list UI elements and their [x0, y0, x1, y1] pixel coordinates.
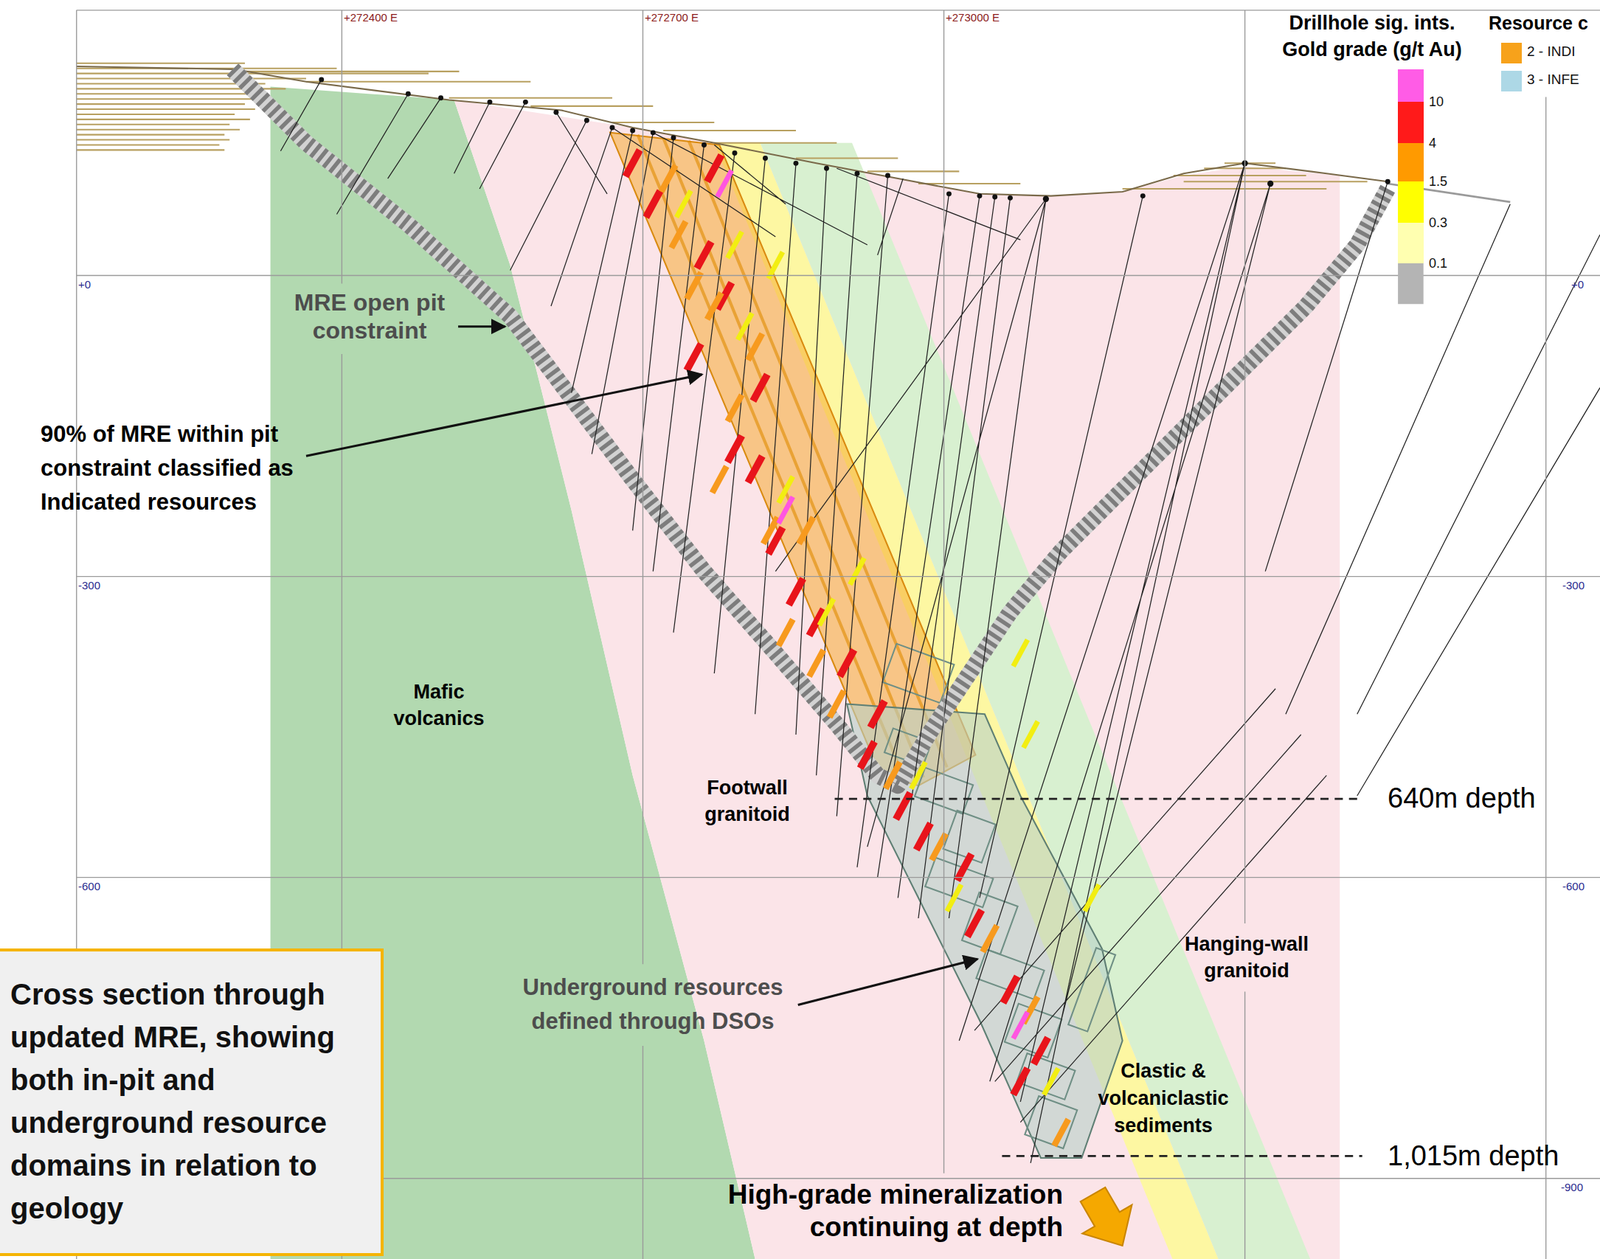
- callout-text: 90% of MRE within pit constraint classif…: [40, 417, 314, 520]
- drillholes-part-part: [732, 150, 738, 156]
- easting-label: +272700 E: [644, 11, 699, 25]
- legend-text: 3 - INFE: [1526, 71, 1580, 88]
- callout-text: MRE open pit constraint: [284, 288, 455, 345]
- rock-unit-label: Footwall granitoid: [688, 774, 807, 828]
- drillholes-part-part: [1007, 195, 1013, 201]
- leader-arrow-part: [798, 958, 978, 1005]
- elevation-label: +0: [1571, 278, 1584, 292]
- drillholes-part-part: [854, 171, 861, 177]
- drillholes-part-part: [823, 165, 830, 172]
- drillholes-part-part: [1140, 193, 1146, 199]
- depth-arrow-part: [1068, 1180, 1148, 1259]
- elevation-label: +0: [78, 278, 91, 292]
- callout-text: Underground resources defined through DS…: [508, 970, 797, 1039]
- geology-part: [760, 143, 1311, 1259]
- caption-text: Cross section through updated MRE, showi…: [0, 951, 359, 1238]
- depth-label: 1,015m depth: [1387, 1138, 1559, 1173]
- leader-arrow-part: [306, 374, 703, 457]
- drillholes-part-part: [1043, 196, 1049, 203]
- legend-swatch: [1397, 69, 1424, 102]
- easting-label: +273000 E: [945, 11, 1000, 25]
- rock-unit-label: Clastic & volcaniclastic sediments: [1093, 1057, 1234, 1140]
- pit-constraint-part: [232, 69, 1388, 786]
- drillholes-part-part: [701, 142, 707, 148]
- legend-text: 10: [1428, 93, 1444, 110]
- drillholes-part-part: [650, 129, 656, 135]
- legend-text: 4: [1428, 134, 1437, 152]
- legend-swatch: [1397, 181, 1424, 223]
- elevation-label: -900: [1560, 1181, 1584, 1195]
- drillholes-part-part: [610, 124, 616, 130]
- drillholes-part-part: [438, 95, 444, 101]
- indicated-resource-shell: [610, 132, 976, 786]
- drillholes-part-part: [793, 160, 799, 166]
- legend-title: Resource c: [1488, 10, 1589, 36]
- depth-label: 640m depth: [1387, 781, 1536, 816]
- leader-arrow: [306, 326, 978, 1006]
- colorbar-grey: [1397, 263, 1424, 304]
- drillholes-part-part: [523, 99, 529, 105]
- drillholes-part-part: [1267, 180, 1274, 187]
- drillholes: [280, 76, 1600, 1164]
- legend-text: 2 - INDI: [1526, 43, 1575, 60]
- legend-swatch: [1397, 222, 1424, 264]
- elevation-label: -600: [1562, 880, 1585, 894]
- elevation-label: -300: [1562, 579, 1585, 593]
- depth-marker-part: [835, 798, 1363, 1156]
- legend-text: 1.5: [1428, 173, 1448, 190]
- elevation-label: -300: [78, 579, 101, 593]
- drillholes-part-part: [946, 191, 952, 197]
- legend-swatch: [1397, 101, 1424, 144]
- drillholes-part-part: [992, 194, 998, 200]
- caption-box: Cross section through updated MRE, showi…: [0, 948, 384, 1257]
- depth-arrow: [1068, 1180, 1148, 1259]
- drillholes-part-part: [885, 172, 891, 178]
- geology-part: [454, 100, 1341, 1259]
- underground-dso: [846, 643, 1122, 1159]
- drillholes-part-part: [584, 118, 590, 124]
- legend-swatch: [1397, 143, 1424, 182]
- drillholes-part: [280, 79, 1600, 1164]
- legend-text: 0.1: [1428, 255, 1448, 272]
- legend-title: Gold grade (g/t Au): [1254, 36, 1491, 62]
- elevation-label: -600: [78, 880, 101, 894]
- drillholes-part-part: [1385, 179, 1391, 185]
- rock-unit-label: Hanging-wall granitoid: [1172, 930, 1321, 985]
- drillholes-part-part: [318, 76, 324, 82]
- legend-swatch: [1501, 70, 1522, 92]
- underground-dso-part: [882, 643, 1117, 1149]
- callout-text: High-grade mineralization continuing at …: [705, 1178, 1063, 1244]
- legend-title: Drillhole sig. ints.: [1254, 10, 1491, 36]
- pit-constraint-part: [232, 69, 1388, 786]
- drillholes-part-part: [405, 91, 411, 97]
- depth-marker: [835, 798, 1363, 1156]
- topography-part: [76, 63, 1368, 189]
- rock-unit-label: Mafic volcanics: [383, 678, 495, 732]
- legend-text: 0.3: [1428, 214, 1448, 231]
- drillholes-part-part: [671, 134, 677, 141]
- drillhole-intercepts-part: [717, 170, 1028, 1039]
- drillhole-intercepts-part: [676, 191, 1100, 1096]
- leader-arrow-part: [458, 325, 506, 328]
- drillholes-part-part: [487, 99, 493, 105]
- drillholes-part-part: [977, 193, 983, 199]
- pit-constraint: [232, 69, 1511, 786]
- drillholes-part-part: [762, 155, 768, 161]
- geology: [270, 87, 1341, 1259]
- drillholes-part: [318, 76, 1390, 202]
- drillholes-part-part: [629, 128, 636, 134]
- legend-swatch: [1501, 42, 1522, 64]
- easting-label: +272400 E: [343, 11, 398, 25]
- colorbar-grey-part: [1397, 263, 1424, 304]
- drillholes-part-part: [553, 109, 559, 116]
- indicated-resource-shell-part: [610, 132, 976, 786]
